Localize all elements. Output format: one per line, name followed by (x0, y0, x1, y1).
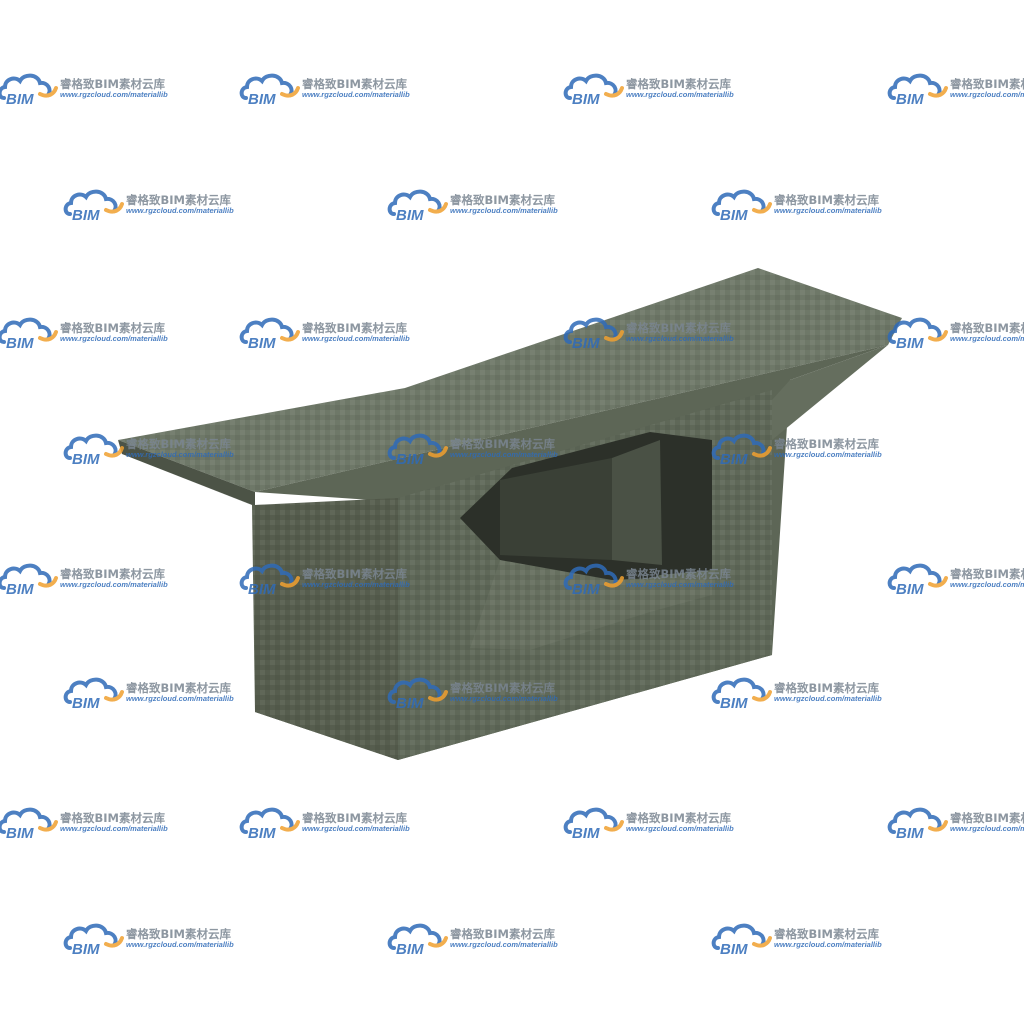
opening-inner-wall (500, 458, 612, 560)
opening-inner-right (612, 440, 662, 565)
right-flange-slope (772, 345, 888, 440)
flange-edge (118, 440, 255, 506)
